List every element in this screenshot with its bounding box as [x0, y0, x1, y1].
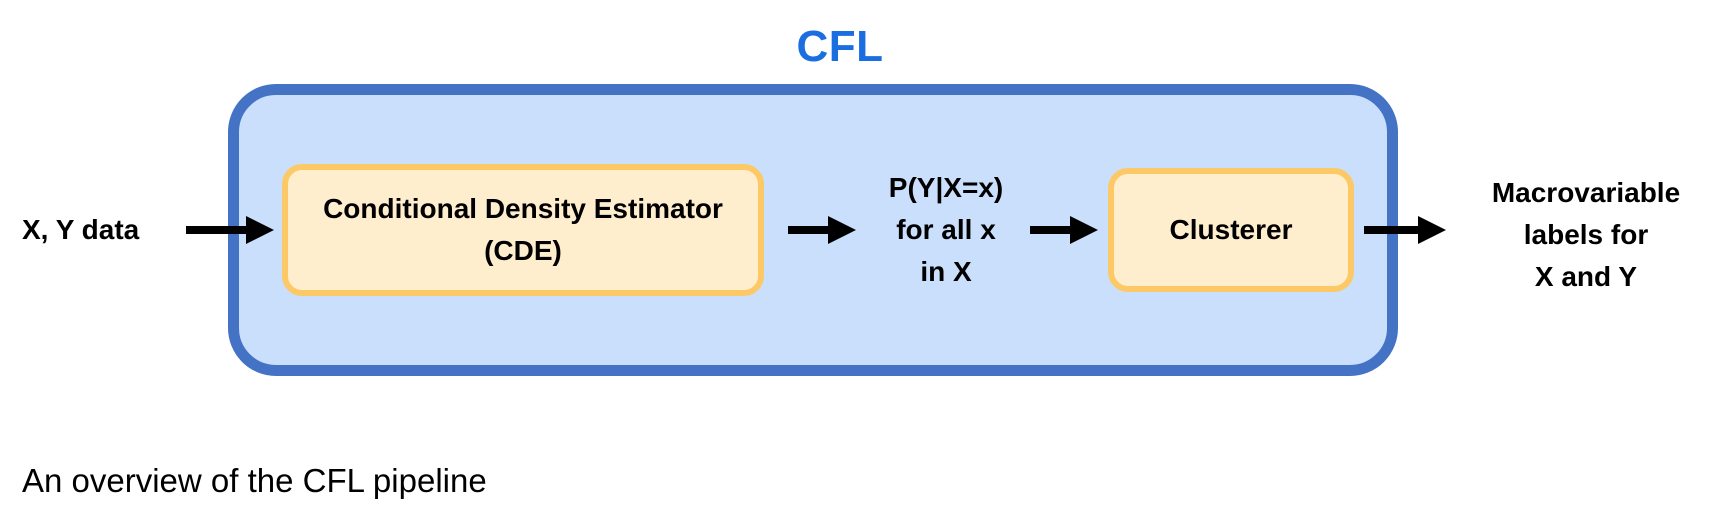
output-label-line1: Macrovariable: [1491, 177, 1681, 208]
output-label-line3: X and Y: [1534, 261, 1638, 292]
conditional-distribution-line2: for all x: [896, 214, 996, 245]
arrow-right-icon: [1030, 216, 1098, 244]
conditional-distribution-line1: P(Y|X=x): [888, 172, 1004, 203]
arrow-right-icon: [788, 216, 856, 244]
clusterer-box: Clusterer: [1108, 168, 1354, 292]
cde-box-line1: Conditional Density Estimator: [323, 193, 723, 224]
input-label: X, Y data: [22, 214, 140, 245]
cde-box-line2: (CDE): [484, 235, 562, 266]
conditional-distribution-label: P(Y|X=x) for all x in X: [866, 167, 1026, 293]
arrow-right-icon: [1364, 216, 1446, 244]
diagram-title: CFL: [796, 22, 884, 71]
output-label-line2: labels for: [1523, 219, 1649, 250]
output-label: Macrovariable labels for X and Y: [1466, 172, 1706, 298]
clusterer-label: Clusterer: [1169, 214, 1293, 245]
arrow-right-icon: [186, 216, 274, 244]
cde-box: Conditional Density Estimator (CDE): [282, 164, 764, 296]
conditional-distribution-line3: in X: [920, 256, 972, 287]
figure-caption: An overview of the CFL pipeline: [22, 462, 487, 499]
